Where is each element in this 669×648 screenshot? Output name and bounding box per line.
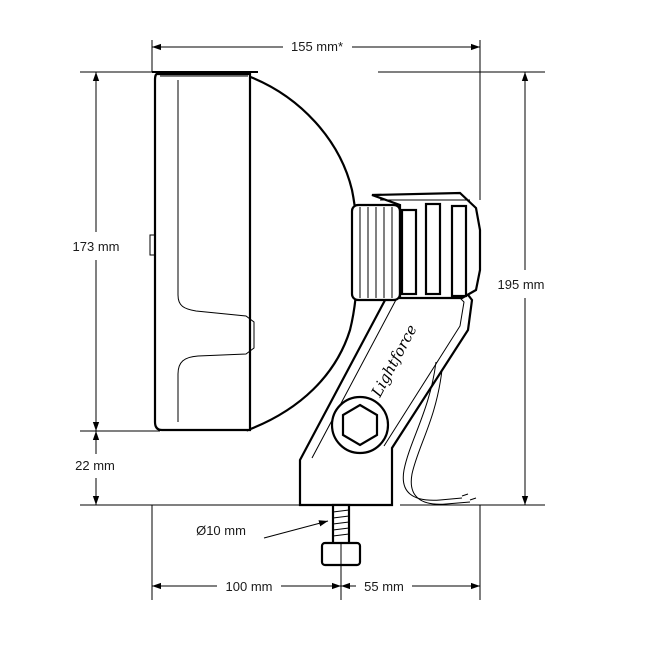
- adjustment-knob: [350, 203, 402, 302]
- dimension-lines: [92, 43, 529, 590]
- power-wires: [402, 361, 477, 505]
- front-to-bolt-label: 100 mm: [226, 579, 273, 594]
- overall-width-label: 155 mm*: [291, 39, 343, 54]
- lamp-height-label: 173 mm: [73, 239, 120, 254]
- lamp-housing: [149, 71, 359, 432]
- base-height-label: 22 mm: [75, 458, 115, 473]
- mounting-stud: [320, 503, 362, 567]
- bolt-diameter-label: Ø10 mm: [196, 523, 246, 538]
- bolt-to-rear-label: 55 mm: [364, 579, 404, 594]
- overall-height-label: 195 mm: [498, 277, 545, 292]
- pivot-bolt: [330, 395, 390, 455]
- rear-housing: [371, 191, 482, 300]
